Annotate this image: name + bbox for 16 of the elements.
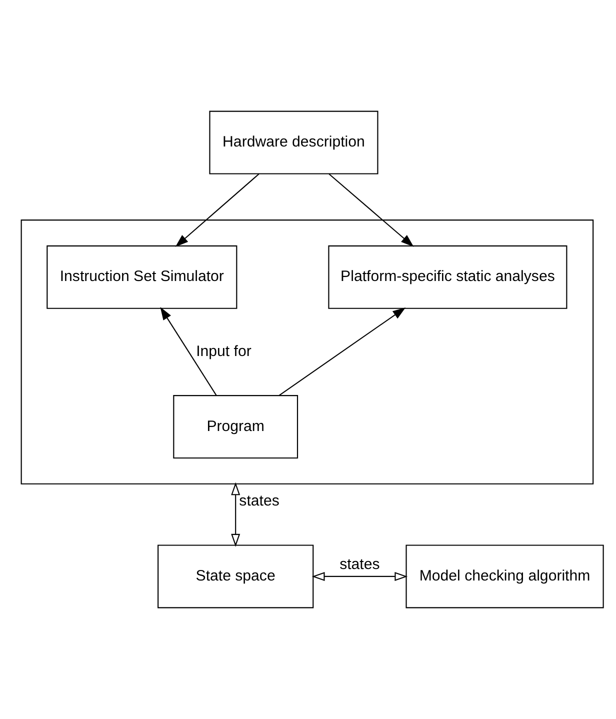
- node-box: State space: [158, 544, 314, 608]
- arrow: [160, 307, 217, 396]
- edge-label: states: [239, 492, 280, 510]
- node-box: Platform-specific static analyses: [328, 245, 568, 309]
- arrow: [175, 174, 260, 247]
- arrow: [278, 307, 406, 396]
- node-box: Model checking algorithm: [406, 544, 604, 608]
- arrow: [312, 572, 408, 581]
- arrow: [328, 174, 414, 247]
- edge-label: states: [340, 556, 380, 574]
- edge-label: Input for: [196, 342, 252, 360]
- cluster: [20, 220, 594, 484]
- node-box: Instruction Set Simulator: [46, 245, 238, 309]
- node-box: Hardware description: [209, 110, 378, 174]
- node-box: Program: [173, 395, 298, 459]
- arrow: [231, 482, 240, 547]
